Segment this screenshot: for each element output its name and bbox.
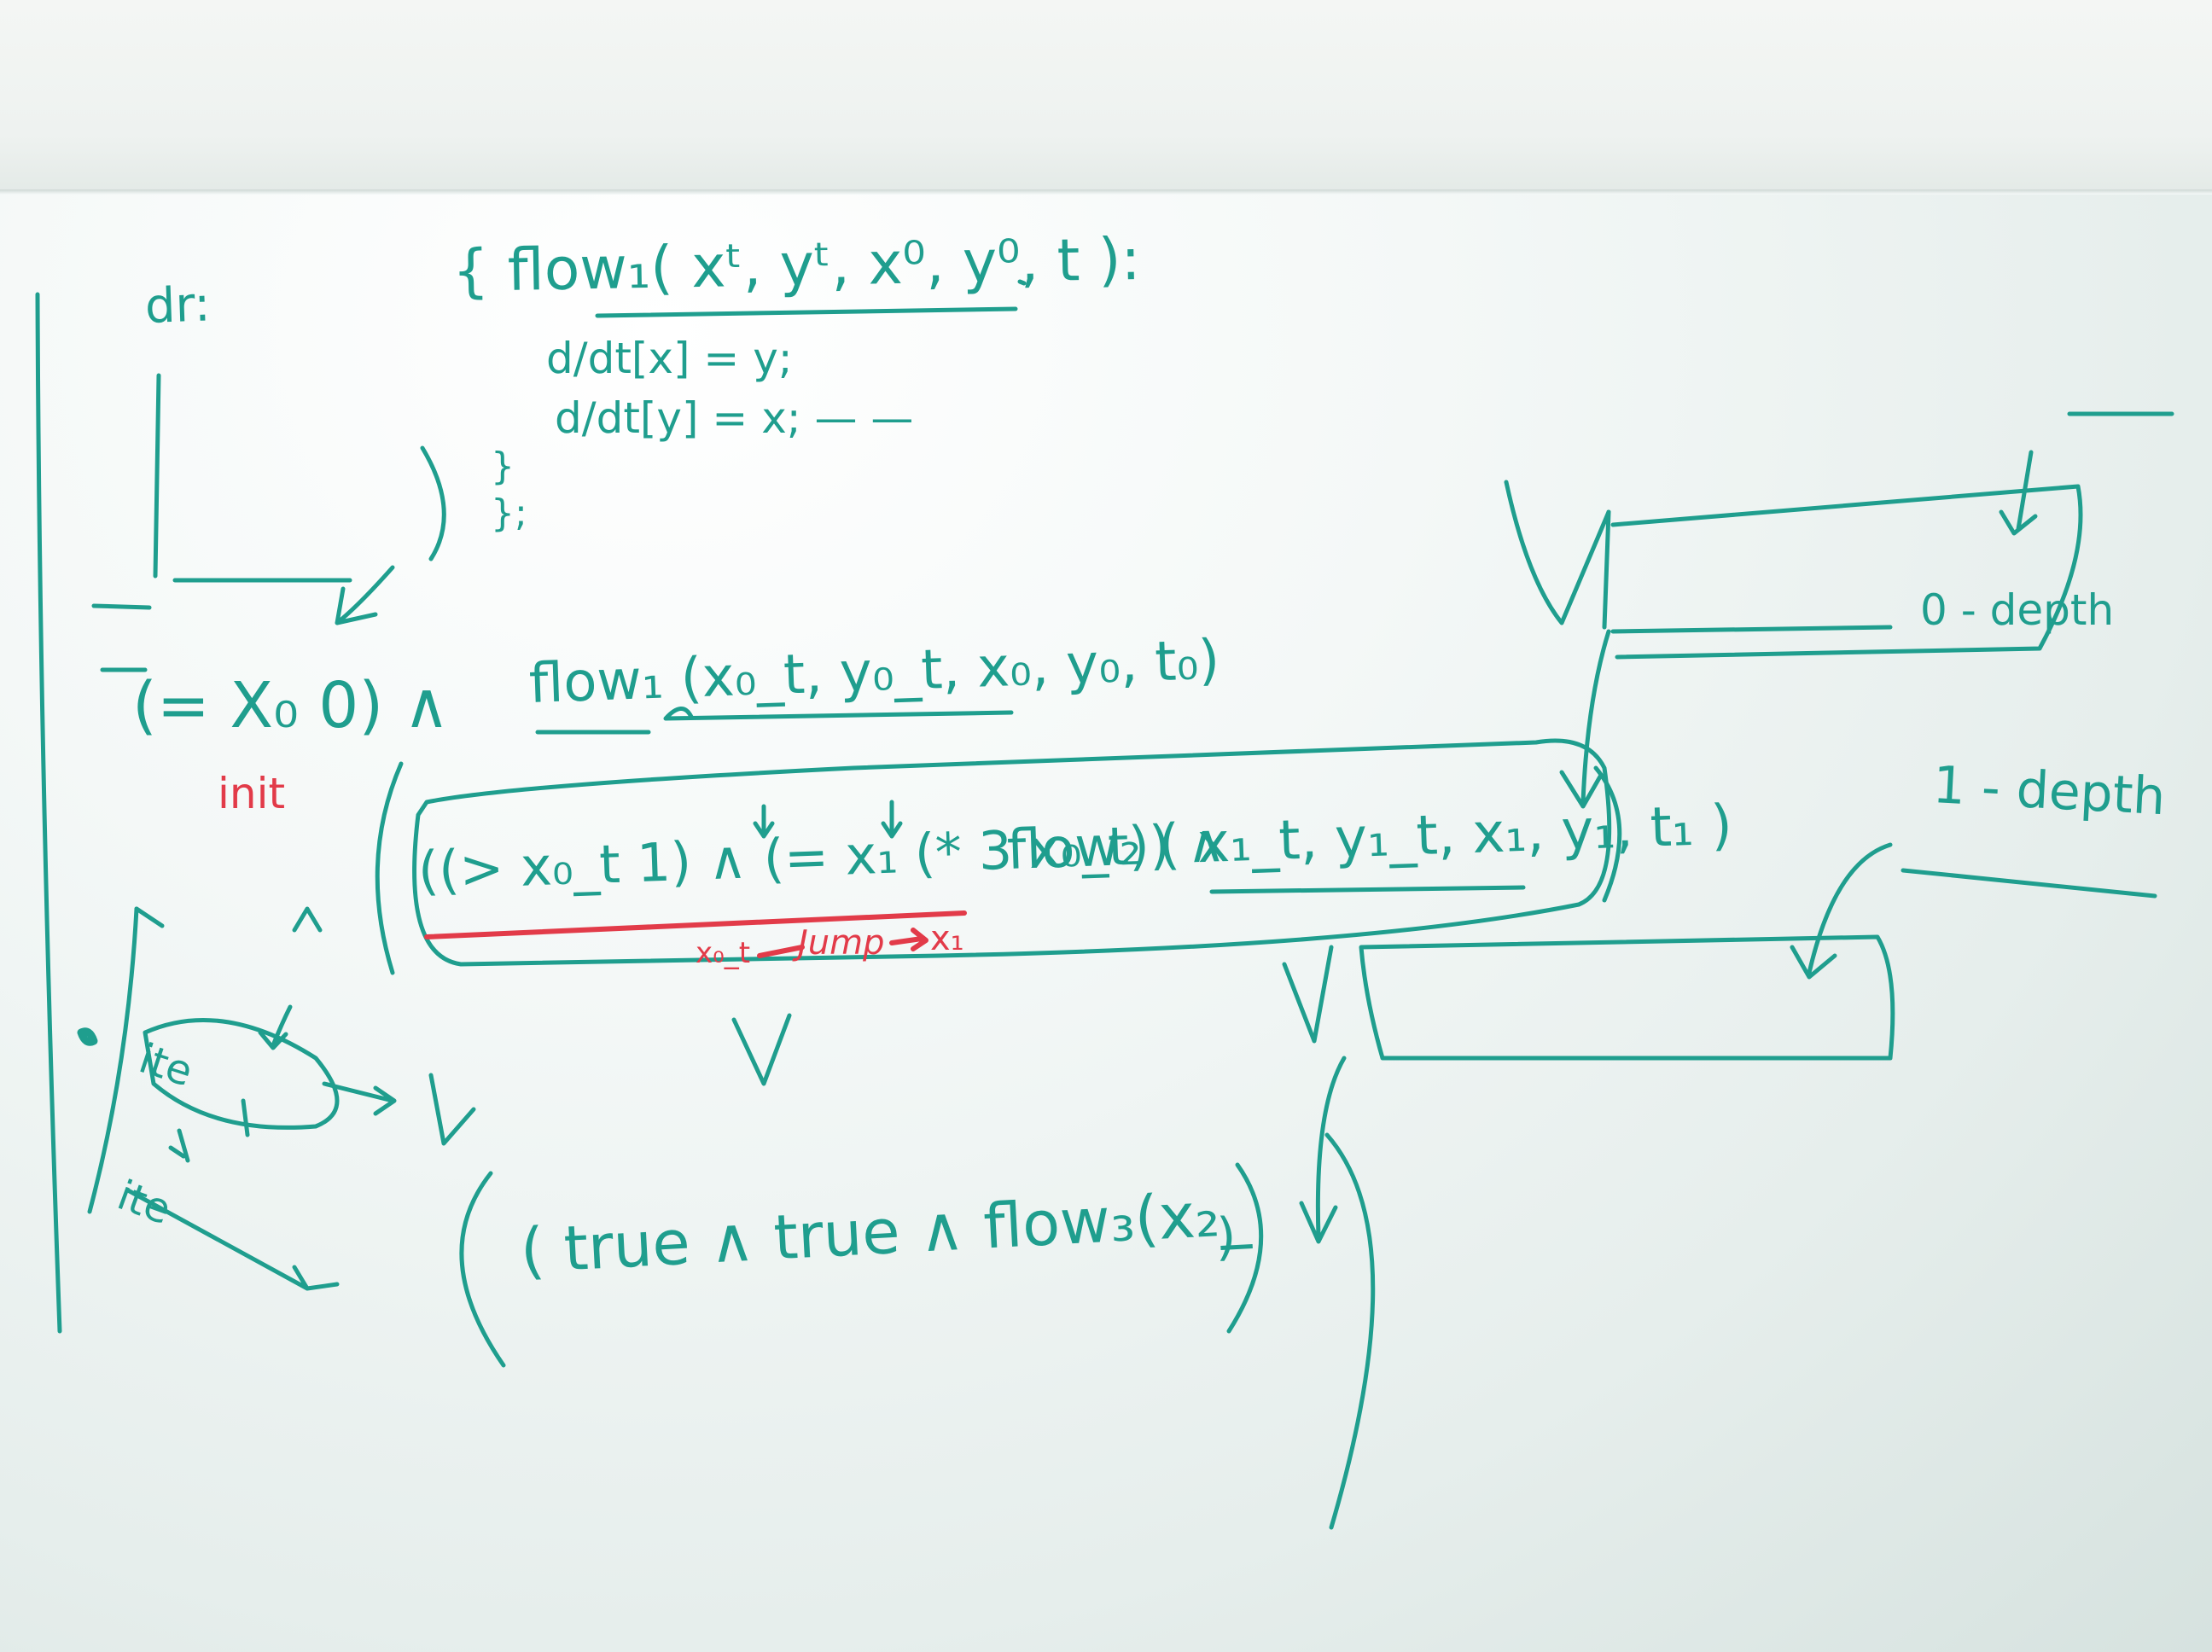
depth1-curve-arrow — [1790, 842, 1893, 980]
ite-label-2: ite — [111, 1171, 178, 1235]
jump-outer-right-paren — [1593, 765, 1622, 903]
depth1-label: 1 - depth — [1931, 755, 2168, 828]
jump-note-to: x₁ — [930, 919, 964, 958]
arrow-0depth-to-jump — [1559, 629, 1611, 809]
depth0-box — [1610, 484, 2083, 660]
ite-small-arrow — [258, 1004, 293, 1050]
depth0-label: 0 - depth — [1920, 585, 2115, 635]
big-arc-lower-right — [1324, 1132, 1376, 1530]
left-blot — [77, 1027, 98, 1046]
arrow-above-x0t — [881, 800, 903, 839]
init-flow-underline — [535, 707, 1014, 735]
ode-x: d/dt[x] = y; — [546, 334, 793, 383]
tree-left-bracket — [87, 906, 139, 1214]
jump-note-word: Jump — [798, 923, 885, 963]
dr-block-right-paren — [420, 445, 446, 561]
ite-squiggle — [168, 1128, 190, 1163]
dr-label: dr: — [143, 276, 212, 334]
ite-down-diag — [125, 1188, 340, 1291]
dr-block-left-bar — [153, 373, 161, 579]
ite-right-arrow — [322, 1081, 397, 1116]
ode-y: d/dt[y] = x; — — — [555, 393, 914, 443]
left-margin-line — [35, 292, 62, 1334]
third-right-paren — [1226, 1162, 1264, 1334]
init-flow: flow₁ (x₀_t, y₀_t, x₀, y₀, t₀) — [527, 628, 1221, 716]
depth1-box — [1359, 934, 1895, 1061]
jump-outer-left-paren — [375, 761, 404, 975]
tree-v-lower — [428, 1073, 476, 1146]
depth0-entry-line — [1610, 625, 1893, 634]
tree-tick — [134, 906, 165, 928]
init-expression: (= X₀ 0) ∧ — [132, 669, 450, 742]
third-close-paren: ) — [1216, 1207, 1237, 1267]
jump-box-outline — [412, 738, 1612, 967]
init-label: init — [218, 769, 286, 818]
arrow-above-x1 — [753, 804, 775, 839]
depth1-entry-line — [1901, 868, 2157, 899]
flow1-header-dot — [1017, 279, 1027, 286]
ite-label-1: ite — [133, 1034, 199, 1096]
jump-red-underline — [424, 910, 967, 939]
third-expression: ( true ∧ true ∧ flow₃(x₂_ — [518, 1177, 1253, 1287]
ite-tick-2 — [241, 1098, 250, 1137]
whiteboard-top-edge — [0, 189, 2212, 195]
third-left-paren — [459, 1171, 506, 1368]
ite-ellipse — [143, 1018, 340, 1130]
tree-caret — [292, 906, 323, 933]
dash-left — [91, 603, 152, 610]
flow2-args-underline — [1209, 885, 1526, 894]
jump-flow: flow₂ ( x₁_t, y₁_t, x₁, y₁, t₁ ) — [1005, 794, 1734, 882]
v-right-of-jump — [1282, 945, 1334, 1044]
jump-red-arrow-line — [757, 928, 928, 958]
depth0-box-left — [1602, 509, 1611, 630]
v-under-jump — [731, 1013, 792, 1086]
close-brace-2: }; — [491, 492, 527, 535]
jump-note-from: x₀_t — [696, 936, 751, 970]
close-brace-1: } — [491, 445, 515, 488]
depth0-inner-arrow — [1999, 450, 2038, 536]
flow1-header: { flow₁( xᵗ, yᵗ, x⁰, y⁰, t ): — [451, 225, 1142, 305]
wall-above-board — [0, 0, 2212, 192]
v-top-right — [1504, 480, 1611, 625]
arrow-1depth-down — [1299, 1056, 1347, 1244]
flow1-header-underline — [595, 306, 1018, 318]
dr-block-arrow — [335, 565, 395, 625]
